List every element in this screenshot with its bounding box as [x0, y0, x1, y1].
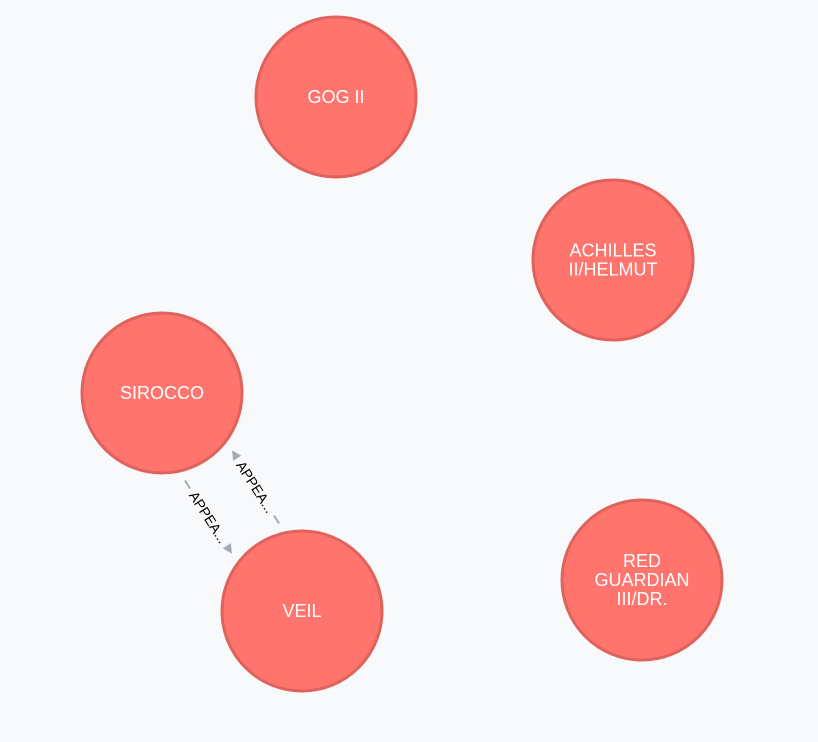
node-gog[interactable]: GOG II [254, 15, 418, 179]
node-circle[interactable] [220, 529, 384, 693]
node-veil[interactable]: VEIL [220, 529, 384, 693]
relationship-label: APPEA... [186, 488, 231, 546]
relationship-label: APPEA... [233, 458, 278, 516]
relationship-arrowhead [232, 450, 243, 463]
node-sirocco[interactable]: SIROCCO [80, 311, 244, 475]
relationship-label-group: APPEA... [229, 453, 282, 521]
node-circle[interactable] [560, 498, 724, 662]
node-circle[interactable] [531, 178, 695, 342]
relationship-rel-veil-sirocco[interactable]: APPEA... [229, 450, 282, 525]
relationship-arrowhead [221, 541, 232, 554]
relationship-label-background [182, 483, 235, 551]
node-circle[interactable] [254, 15, 418, 179]
relationship-label-group: APPEA... [182, 483, 235, 551]
relationship-label-background [229, 453, 282, 521]
relationship-rel-sirocco-veil[interactable]: APPEA... [182, 479, 235, 554]
node-circle[interactable] [80, 311, 244, 475]
